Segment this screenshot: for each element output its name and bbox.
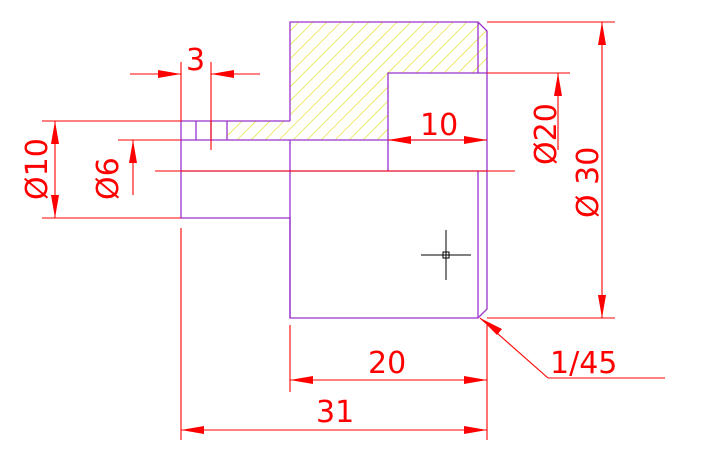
hatch-line — [573, 10, 703, 140]
crosshair-cursor-icon — [421, 230, 471, 280]
hatch-line — [545, 10, 675, 140]
hatch-line — [601, 10, 718, 140]
dim-text-d20: Ø20 — [529, 103, 564, 165]
hatch-line — [643, 10, 718, 140]
dim-text-10: 10 — [420, 108, 458, 143]
hatch-line — [503, 10, 633, 140]
dimension-shaft-diameter[interactable]: Ø10 — [20, 120, 181, 219]
dimension-body-length[interactable]: 20 — [289, 325, 488, 440]
hatch-line — [320, 22, 452, 140]
dim-text-3: 3 — [186, 43, 205, 78]
dimension-outer-diameter[interactable]: Ø 30 — [487, 21, 615, 319]
hatch-line — [559, 10, 689, 140]
dimension-bore-diameter[interactable]: Ø20 — [487, 72, 570, 165]
dimension-step-width[interactable]: 3 — [130, 43, 260, 150]
dimension-bore-depth[interactable]: 10 — [388, 108, 487, 144]
dim-text-d30: Ø 30 — [571, 147, 606, 218]
dim-text-chamfer: 1/45 — [550, 346, 617, 381]
hatch-line — [713, 10, 718, 140]
dim-text-d10: Ø10 — [20, 138, 55, 200]
dim-text-d6: Ø6 — [91, 157, 126, 200]
hatch-line — [615, 10, 718, 140]
dim-text-31: 31 — [316, 395, 354, 430]
hatch-line — [348, 22, 480, 140]
hatch-line — [278, 22, 410, 140]
hatch-line — [587, 10, 717, 140]
dimension-chamfer[interactable]: 1/45 — [479, 317, 665, 381]
hatch-line — [699, 10, 718, 140]
hatch-line — [671, 10, 718, 140]
hatch-line — [685, 10, 718, 140]
dimension-total-length[interactable]: 31 — [180, 228, 487, 440]
hatch-line — [306, 22, 438, 140]
part-profile — [180, 21, 488, 319]
hatch-line — [657, 10, 718, 140]
hatch-line — [460, 22, 487, 140]
dimension-hole-diameter[interactable]: Ø6 — [91, 139, 515, 200]
dim-text-20: 20 — [368, 346, 406, 381]
hatch-line — [629, 10, 718, 140]
hatch-line — [292, 22, 424, 140]
